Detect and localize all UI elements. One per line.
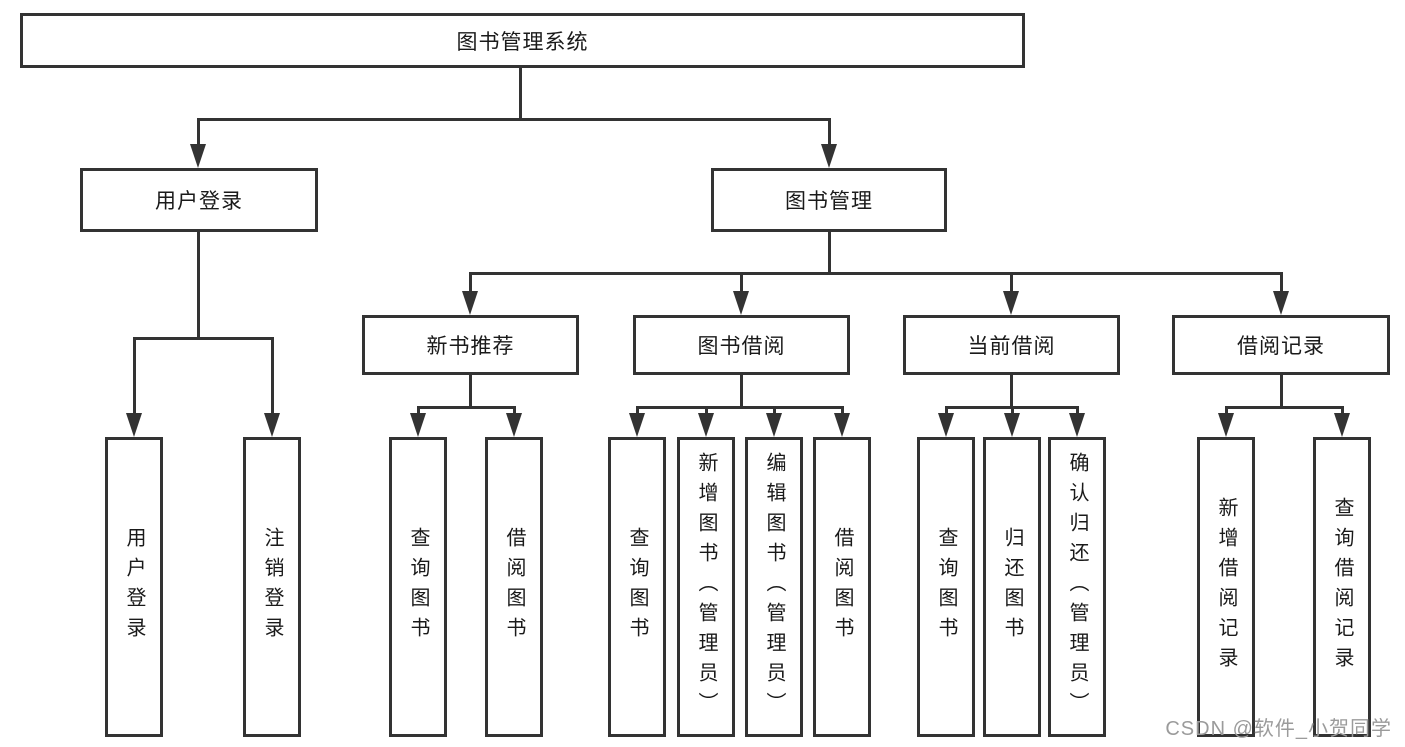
node-borrow-records-label: 借阅记录 (1237, 335, 1325, 358)
node-leaf-borrow-query: 查询图书 (608, 437, 666, 737)
arrow-down-icon (1273, 291, 1289, 315)
connector-records-down-line (1280, 375, 1283, 406)
connector-records-split-line (1226, 406, 1343, 409)
node-leaf-current-return: 归还图书 (983, 437, 1041, 737)
connector-leaf-line (636, 406, 639, 414)
node-leaf-records-add-label: 新增借阅记录 (1215, 497, 1237, 677)
node-leaf-user-login-label: 用户登录 (123, 527, 145, 647)
arrow-down-icon (834, 413, 850, 437)
node-leaf-records-query: 查询借阅记录 (1313, 437, 1371, 737)
node-leaf-records-query-label: 查询借阅记录 (1331, 497, 1353, 677)
connector-leaf-line (417, 406, 420, 414)
node-new-book-recommend-label: 新书推荐 (426, 335, 515, 358)
arrow-down-icon (1334, 413, 1350, 437)
arrow-down-icon (462, 291, 478, 315)
node-leaf-current-query: 查询图书 (917, 437, 975, 737)
connector-root-down-line (519, 68, 522, 118)
node-leaf-current-query-label: 查询图书 (935, 527, 957, 647)
node-leaf-borrow-add-label: 新增图书（管理员） (695, 452, 717, 722)
node-current-borrow: 当前借阅 (903, 315, 1120, 375)
connector-to-records-line (1280, 272, 1283, 293)
node-leaf-newbook-borrow-label: 借阅图书 (503, 527, 525, 647)
connector-leaf-line (1076, 406, 1079, 414)
node-leaf-newbook-query-label: 查询图书 (407, 527, 429, 647)
node-root-label: 图书管理系统 (456, 30, 589, 54)
arrow-down-icon (766, 413, 782, 437)
node-current-borrow-label: 当前借阅 (967, 335, 1056, 358)
arrow-down-icon (506, 413, 522, 437)
node-leaf-borrow-borrow-label: 借阅图书 (831, 527, 853, 647)
node-leaf-borrow-query-label: 查询图书 (626, 527, 648, 647)
node-leaf-current-return-label: 归还图书 (1001, 527, 1023, 647)
arrow-down-icon (126, 413, 142, 437)
connector-userlogin-split-line (134, 337, 274, 340)
connector-leaf-line (1225, 406, 1228, 414)
arrow-down-icon (264, 413, 280, 437)
node-leaf-logout-label: 注销登录 (261, 527, 283, 647)
node-borrow-records: 借阅记录 (1172, 315, 1390, 375)
connector-to-book-management-line (828, 118, 831, 146)
node-root: 图书管理系统 (20, 13, 1025, 68)
connector-borrow-split-line (637, 406, 843, 409)
connector-leaf-line (841, 406, 844, 414)
node-leaf-records-add: 新增借阅记录 (1197, 437, 1255, 737)
node-user-login-label: 用户登录 (155, 190, 243, 213)
connector-bookmgmt-down-line (828, 232, 831, 272)
csdn-watermark: CSDN @软件_小贺同学 (1165, 718, 1392, 740)
arrow-down-icon (629, 413, 645, 437)
arrow-down-icon (1069, 413, 1085, 437)
arrow-down-icon (1004, 413, 1020, 437)
connector-to-current-line (1010, 272, 1013, 293)
connector-newbook-down-line (469, 375, 472, 406)
node-book-borrow: 图书借阅 (633, 315, 850, 375)
connector-to-user-login-line (197, 118, 200, 146)
node-leaf-logout: 注销登录 (243, 437, 301, 737)
connector-leaf-line (133, 337, 136, 414)
node-book-borrow-label: 图书借阅 (697, 335, 786, 358)
node-leaf-user-login: 用户登录 (105, 437, 163, 737)
node-leaf-borrow-edit-label: 编辑图书（管理员） (763, 452, 785, 722)
connector-borrow-down-line (740, 375, 743, 406)
connector-leaf-line (513, 406, 516, 414)
connector-leaf-line (271, 337, 274, 414)
connector-leaf-line (1341, 406, 1344, 414)
connector-current-down-line (1010, 375, 1013, 406)
node-leaf-current-confirm-label: 确认归还（管理员） (1066, 452, 1088, 722)
node-book-management: 图书管理 (711, 168, 947, 232)
arrow-down-icon (410, 413, 426, 437)
connector-leaf-line (1011, 406, 1014, 414)
connector-leaf-line (773, 406, 776, 414)
connector-leaf-line (705, 406, 708, 414)
node-user-login: 用户登录 (80, 168, 318, 232)
connector-userlogin-down-line (197, 232, 200, 337)
connector-root-split-line (198, 118, 830, 121)
arrow-down-icon (1218, 413, 1234, 437)
arrow-down-icon (821, 144, 837, 168)
arrow-down-icon (698, 413, 714, 437)
node-leaf-newbook-query: 查询图书 (389, 437, 447, 737)
node-leaf-current-confirm: 确认归还（管理员） (1048, 437, 1106, 737)
node-new-book-recommend: 新书推荐 (362, 315, 579, 375)
connector-newbook-split-line (418, 406, 515, 409)
arrow-down-icon (733, 291, 749, 315)
arrow-down-icon (938, 413, 954, 437)
connector-bookmgmt-split-line (470, 272, 1282, 275)
connector-to-newbook-line (469, 272, 472, 293)
arrow-down-icon (190, 144, 206, 168)
node-leaf-borrow-add: 新增图书（管理员） (677, 437, 735, 737)
connector-to-borrow-line (740, 272, 743, 293)
arrow-down-icon (1003, 291, 1019, 315)
node-leaf-borrow-edit: 编辑图书（管理员） (745, 437, 803, 737)
connector-leaf-line (945, 406, 948, 414)
node-leaf-borrow-borrow: 借阅图书 (813, 437, 871, 737)
node-book-management-label: 图书管理 (785, 190, 873, 213)
node-leaf-newbook-borrow: 借阅图书 (485, 437, 543, 737)
